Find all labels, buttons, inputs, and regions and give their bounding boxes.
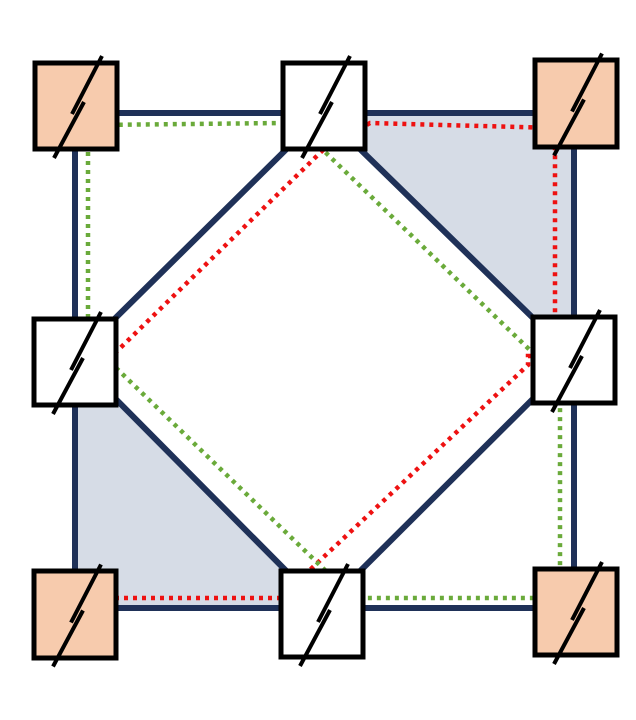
- slash-lower-top-right: [552, 98, 586, 157]
- slash-upper-top-middle: [318, 55, 352, 115]
- slash-lower-middle-right: [550, 355, 584, 413]
- slash-upper-top-left: [70, 55, 104, 115]
- slash-upper-middle-left: [69, 311, 103, 371]
- node-box-top-left: [32, 60, 120, 152]
- slash-lower-top-middle: [300, 101, 334, 159]
- green-dotted-path: [85, 120, 563, 601]
- slash-upper-top-right: [570, 52, 604, 113]
- slash-upper-middle-right: [568, 309, 602, 369]
- slash-lower-bottom-right: [552, 607, 586, 665]
- slash-upper-bottom-middle: [316, 563, 350, 623]
- slash-lower-top-left: [52, 101, 86, 159]
- slash-lower-bottom-middle: [298, 609, 332, 667]
- slash-lower-middle-left: [51, 357, 85, 415]
- slash-group: [51, 52, 604, 668]
- slash-upper-bottom-left: [69, 563, 103, 624]
- slash-lower-bottom-left: [51, 609, 85, 668]
- slash-upper-bottom-right: [570, 561, 604, 621]
